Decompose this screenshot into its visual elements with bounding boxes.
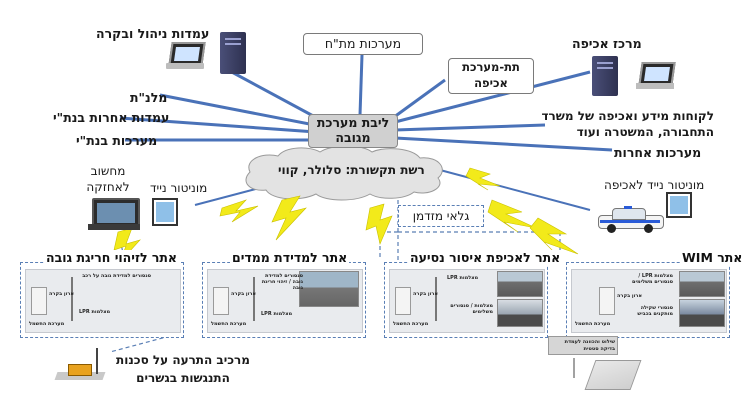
site-label-power-2: מערכת החשמל (211, 321, 247, 327)
truck-photo-2 (679, 299, 725, 327)
mathach-box: מערכות מת"ח (303, 33, 423, 55)
malnat-label: מלנ"ת (130, 90, 168, 105)
wireless-bolts (113, 167, 579, 263)
wim-signage-note: שילוט והכוונה לעמדת בדיקה סטטית (548, 336, 618, 355)
site-label-cabinet-3: ארון בקרה (413, 291, 438, 297)
laptop-base-2 (636, 83, 674, 89)
site-label-power: מערכת החשמל (29, 321, 65, 327)
site-label-lpr: מצלמות LPR (79, 309, 111, 315)
network-label: רשת תקשורת: סלולר, קווי (278, 163, 425, 177)
core-connectors (119, 54, 613, 162)
other-systems-label: מערכות אחרות (614, 145, 702, 160)
road-photo (299, 271, 359, 307)
server-tower-icon-2 (592, 56, 618, 96)
laptop-base (166, 63, 204, 69)
pole-icon (71, 277, 73, 321)
tablet-icon-2 (666, 192, 692, 218)
truck-photo (497, 299, 543, 327)
site-label-lpr-4: מצלמות LPR / סנסורים משלימים (632, 273, 673, 285)
site-travel-ban-title: אתר לאכיפת איסור נסיעה (408, 250, 563, 265)
server-tower-icon (220, 32, 246, 74)
tablet-icon (152, 198, 178, 226)
site-dimensions: סנסורים למדידת גובה / זיהוי חריגת גובה א… (202, 262, 366, 338)
pole-icon-3 (435, 277, 437, 321)
site-dimensions-title: אתר למדידת ממדים (230, 250, 350, 265)
mobile-monitor-label: מוניטור נייד (150, 181, 208, 195)
bridge-warning-label: מרכיב התרעה על סכנות התנגשות בגשרים (116, 353, 250, 385)
core-box: ליבת מערכת מגובה (308, 114, 398, 148)
bridge-warning-illustration (54, 348, 106, 384)
enforcement-center-label: מרכז אכיפה (572, 36, 642, 51)
bnati-systems-label: מערכות בנת"י (76, 133, 158, 148)
site-label-cabinet-4: ארון בקרה (617, 293, 642, 299)
site-travel-ban: מצלמות LPR ארון בקרה מצלמות / סנסורים מש… (384, 262, 548, 338)
site-wim: מצלמות LPR / סנסורים משלימים ארון בקרה ס… (566, 262, 730, 338)
mobile-enforcement-monitor-label: מוניטור נייד לאכיפה (604, 178, 705, 192)
maintenance-computer-label: מחשוב לאחזקה (86, 164, 130, 194)
site-label-cabinet-2: ארון בקרה (231, 291, 256, 297)
control-cabinet-icon-4 (599, 287, 615, 315)
site-height-violation-title: אתר לזיהוי חריגת גובה (44, 250, 180, 265)
site-label-power-4: מערכת החשמל (575, 321, 611, 327)
bnati-stations-label: עמדות אחרות בנת"י (53, 110, 170, 125)
management-stations-label: עמדות ניהול ובקרה (96, 26, 210, 41)
control-cabinet-icon-3 (395, 287, 411, 315)
pole-icon-2 (253, 277, 255, 321)
site-label-sensors-2: סנסורים למדידת גובה / זיהוי חריגת גובה (261, 273, 303, 291)
site-label-lpr-3: מצלמות LPR (447, 275, 479, 281)
site-label-lpr-2: מצלמות LPR (261, 311, 293, 317)
site-label-power-3: מערכת החשמל (393, 321, 429, 327)
site-wim-title: אתר WIM (680, 250, 745, 265)
customers-label: לקוחות מידע ואכיפה של משרד התחבורה, המשט… (541, 109, 715, 139)
site-height-violation: סנסורים למדידת גובה על רכב ארון בקרה מצל… (20, 262, 184, 338)
control-cabinet-icon-2 (213, 287, 229, 315)
police-car-icon (598, 206, 664, 233)
rugged-laptop-base (88, 224, 140, 230)
dedicated-detector-box: גלאי מזדמן (398, 205, 484, 227)
site-label-cabinet: ארון בקרה (49, 291, 74, 297)
site-label-wim-sensors: סנסורי שקילה מותקנים בכביש (637, 305, 673, 317)
road-photo-3 (679, 271, 725, 297)
network-cloud (245, 145, 443, 201)
site-label-sensors: סנסורים למדידת גובה על רכב (82, 273, 151, 279)
enforcement-subsystem-box: תת-מערכת אכיפה (448, 58, 534, 94)
site-panel (25, 269, 181, 333)
site-label-sensors-3: מצלמות / סנסורים משלימים (450, 303, 493, 315)
control-cabinet-icon (31, 287, 47, 315)
road-photo-2 (497, 271, 543, 297)
